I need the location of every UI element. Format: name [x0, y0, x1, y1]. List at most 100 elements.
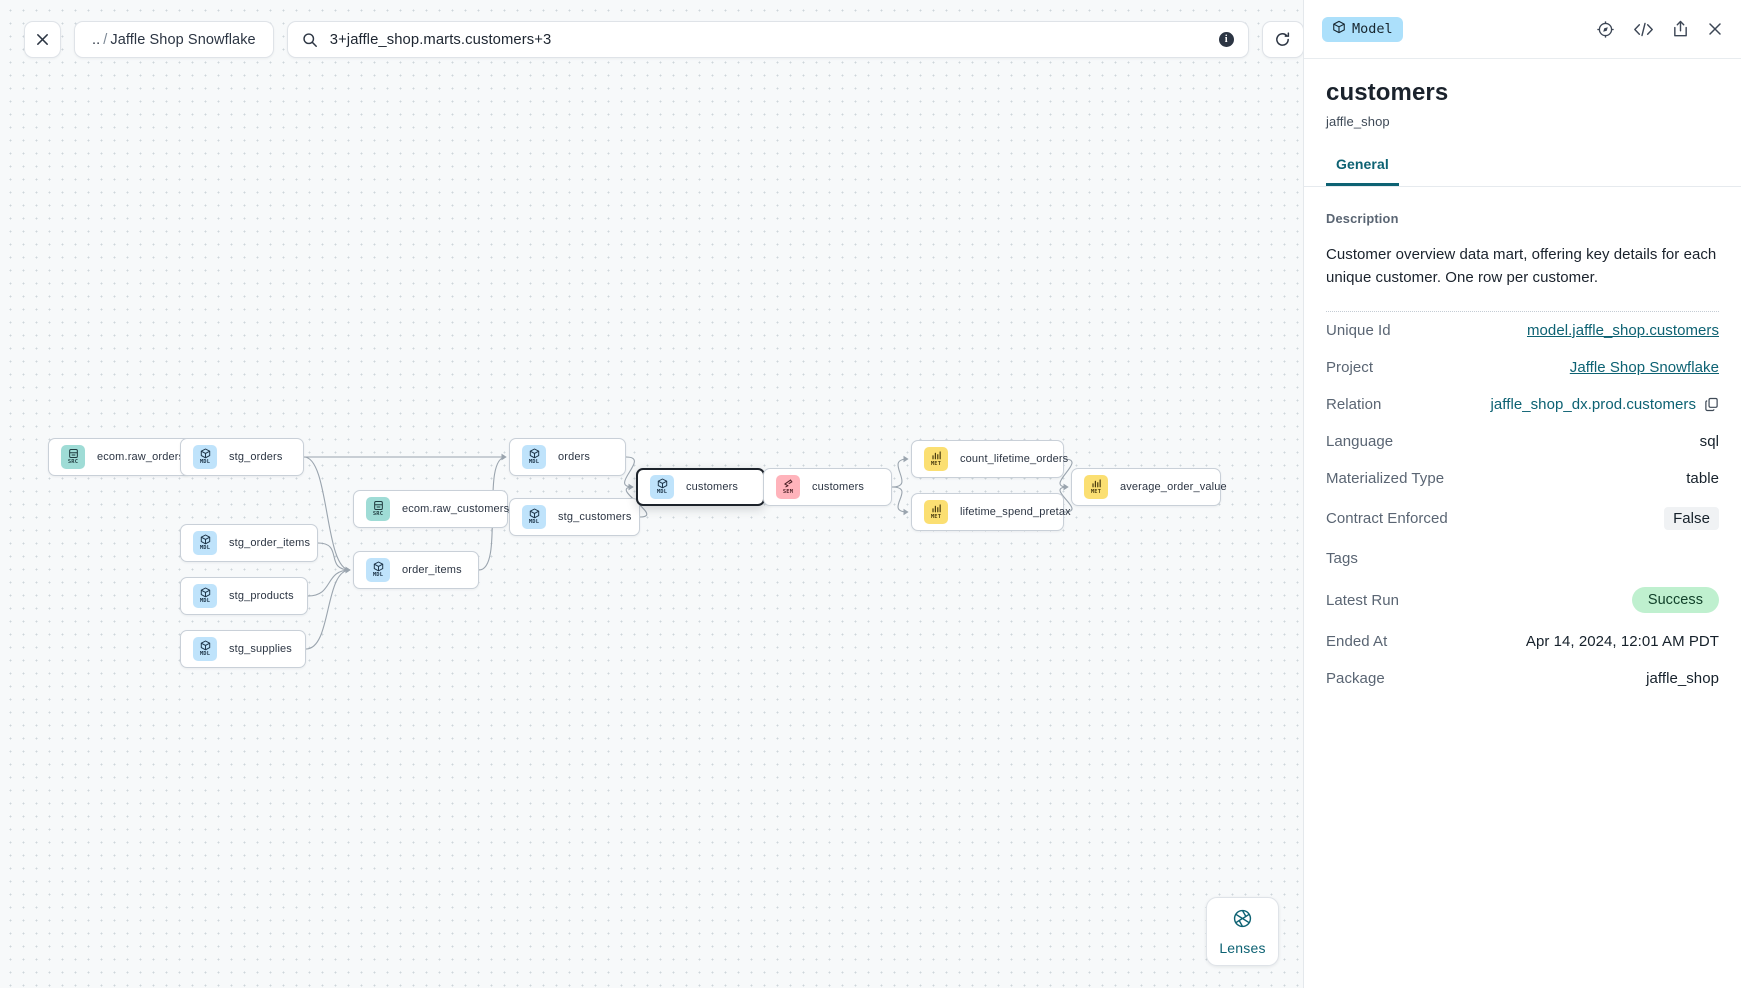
lineage-node-label: orders	[558, 451, 591, 463]
property-value-text: sql	[1699, 433, 1719, 450]
mdl-badge-icon: MDL	[193, 637, 217, 661]
close-lineage-button[interactable]	[24, 21, 61, 58]
lenses-button[interactable]: Lenses	[1206, 897, 1279, 966]
property-value: sql	[1700, 433, 1719, 450]
resource-type-label: Model	[1352, 21, 1393, 37]
lineage-node-label: stg_orders	[229, 451, 283, 463]
lineage-edge	[317, 542, 351, 571]
lineage-edge-arrow	[501, 453, 507, 461]
lineage-node-stg_orders[interactable]: MDL stg_orders	[180, 438, 304, 476]
description-label: Description	[1326, 211, 1399, 226]
lineage-node-label: lifetime_spend_pretax	[960, 506, 1071, 518]
refresh-button[interactable]	[1261, 21, 1303, 58]
property-value[interactable]: Jaffle Shop Snowflake	[1570, 359, 1719, 376]
met-badge-icon: MET	[924, 500, 948, 524]
lineage-edge-arrow	[345, 566, 351, 574]
code-icon[interactable]	[1633, 21, 1654, 38]
lineage-node-stg_supplies[interactable]: MDL stg_supplies	[180, 630, 306, 668]
property-key: Project	[1326, 359, 1374, 376]
lineage-edge-arrow	[903, 455, 909, 463]
tab-general[interactable]: General	[1326, 156, 1399, 186]
compass-icon[interactable]	[1596, 20, 1615, 39]
mdl-badge-icon: MDL	[522, 445, 546, 469]
property-value-text: jaffle_shop	[1646, 670, 1719, 687]
lineage-node-label: stg_products	[229, 590, 294, 602]
property-key: Ended At	[1326, 633, 1388, 650]
info-icon[interactable]: i	[1218, 32, 1234, 47]
property-key: Package	[1326, 670, 1385, 687]
property-row: Tags	[1326, 540, 1719, 577]
lineage-node-label: count_lifetime_orders	[960, 453, 1069, 465]
property-row: Ended At Apr 14, 2024, 12:01 AM PDT	[1326, 623, 1719, 660]
panel-tabs: General	[1304, 156, 1741, 187]
property-key: Unique Id	[1326, 322, 1391, 339]
lineage-edge-arrow	[628, 483, 634, 491]
lineage-edge-arrow	[345, 566, 351, 574]
lineage-edge	[891, 458, 909, 488]
lineage-edge-arrow	[903, 508, 909, 516]
property-value-text: table	[1686, 470, 1719, 487]
page-subtitle: jaffle_shop	[1326, 114, 1390, 129]
lineage-node-orders[interactable]: MDL orders	[509, 438, 626, 476]
mdl-badge-icon: MDL	[650, 475, 674, 499]
lineage-edge-arrow	[345, 566, 351, 574]
lineage-edge	[624, 456, 635, 488]
panel-title-block: customers jaffle_shop	[1304, 59, 1741, 129]
panel-header-actions	[1596, 20, 1723, 39]
search-input[interactable]	[329, 31, 1211, 48]
property-value: False	[1664, 507, 1719, 530]
lineage-node-ecom_raw_orders[interactable]: SRC ecom.raw_orders	[48, 438, 192, 476]
canvas-toolbar: .. / Jaffle Shop Snowflake i	[24, 21, 1303, 58]
property-value: Apr 14, 2024, 12:01 AM PDT	[1526, 633, 1719, 650]
property-row: Relation jaffle_shop_dx.prod.customers	[1326, 386, 1719, 423]
lineage-node-label: ecom.raw_orders	[97, 451, 185, 463]
lineage-node-label: ecom.raw_customers	[402, 503, 510, 515]
lineage-search[interactable]: i	[286, 21, 1249, 58]
lineage-node-label: stg_supplies	[229, 643, 292, 655]
cube-icon	[1332, 20, 1346, 38]
property-row: Unique Id model.jaffle_shop.customers	[1326, 312, 1719, 349]
property-value-text: model.jaffle_shop.customers	[1526, 322, 1719, 339]
resource-type-chip[interactable]: Model	[1322, 16, 1403, 42]
property-row: Package jaffle_shop	[1326, 660, 1719, 697]
property-key: Contract Enforced	[1326, 510, 1448, 527]
met-badge-icon: MET	[1084, 475, 1108, 499]
breadcrumb-separator: /	[103, 31, 108, 48]
section-divider	[1326, 311, 1719, 312]
details-panel-header: Model	[1304, 0, 1741, 59]
property-key: Language	[1326, 433, 1394, 450]
lineage-edge	[891, 486, 909, 513]
src-badge-icon: SRC	[61, 445, 85, 469]
property-value[interactable]: jaffle_shop_dx.prod.customers	[1491, 396, 1719, 413]
property-value: Success	[1631, 587, 1719, 613]
copy-icon[interactable]	[1704, 397, 1719, 412]
mdl-badge-icon: MDL	[193, 445, 217, 469]
close-icon[interactable]	[1707, 21, 1723, 37]
property-value: jaffle_shop	[1646, 670, 1719, 687]
lineage-edge-arrow	[1063, 483, 1069, 491]
lineage-edge-arrow	[1063, 483, 1069, 491]
property-key: Relation	[1326, 396, 1382, 413]
lenses-label: Lenses	[1219, 939, 1266, 956]
property-value: table	[1686, 470, 1719, 487]
lineage-canvas[interactable]: .. / Jaffle Shop Snowflake i SRCecom.raw…	[0, 0, 1303, 988]
property-row: Project Jaffle Shop Snowflake	[1326, 349, 1719, 386]
lineage-node-lifetime_spend_pretax[interactable]: MET lifetime_spend_pretax	[911, 493, 1071, 531]
share-icon[interactable]	[1672, 20, 1689, 38]
lineage-edge-arrow	[628, 483, 634, 491]
breadcrumb[interactable]: .. / Jaffle Shop Snowflake	[74, 21, 274, 58]
property-key: Tags	[1326, 550, 1358, 567]
lineage-edge-arrow	[345, 566, 351, 574]
property-value[interactable]: model.jaffle_shop.customers	[1527, 322, 1719, 339]
